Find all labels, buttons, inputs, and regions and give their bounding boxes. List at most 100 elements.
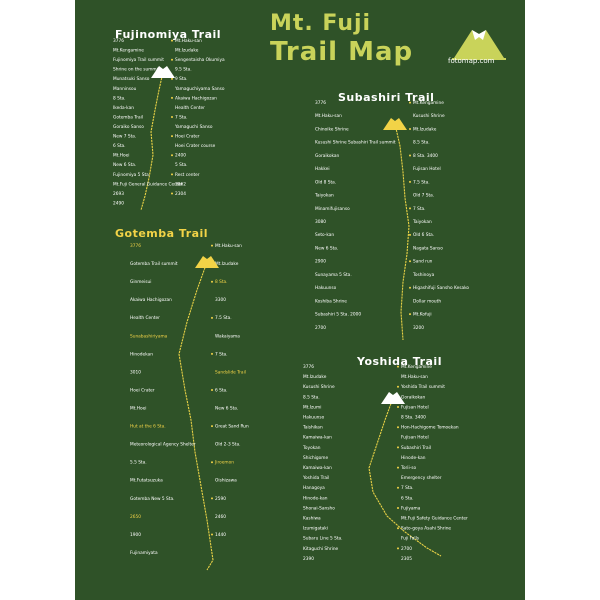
waypoint-label: Kamaiwa-kan: [303, 465, 332, 471]
waypoint-label: Taishikan: [302, 425, 323, 431]
waypoint-hut-icon: [171, 135, 173, 138]
waypoint-label: Health Center: [175, 105, 205, 111]
waypoint-label: Yoshida Trail summit: [400, 384, 445, 390]
waypoint-label: Ginmeisui: [130, 279, 151, 285]
waypoint-label: 3080: [315, 219, 326, 225]
waypoint-label: Mt.Fuji General Guidance Center: [113, 181, 183, 187]
waypoint-label: Mt.Kofuji: [413, 312, 432, 318]
waypoint-label: Hinodekan: [130, 351, 153, 357]
waypoint-label: Mt.Fuji Safety Guidance Center: [401, 516, 468, 522]
waypoint-label: 6 Sta.: [401, 495, 414, 501]
waypoint-label: 5 Sta.: [175, 162, 188, 168]
waypoint-label: Hon-Hachigome Tomoekan: [401, 425, 459, 431]
waypoint-hut-icon: [171, 39, 173, 42]
waypoint-label: Shichigome: [303, 455, 328, 461]
waypoint-label: 2862: [175, 181, 186, 187]
waypoint-label: Mt.Kengamine: [401, 364, 432, 370]
waypoint-label: Kamaiwa-kan: [303, 435, 332, 441]
brand-url: fotomap.com: [448, 57, 495, 65]
waypoint-label: Old 2-3 Sta.: [215, 442, 240, 448]
waypoint-label: New 7 Sta.: [113, 134, 136, 140]
waypoint-label: Hakuunso: [303, 415, 325, 421]
waypoint-hut-icon: [171, 192, 173, 195]
waypoint-hut-icon: [397, 406, 399, 408]
waypoint-hut-icon: [397, 365, 399, 368]
waypoint-hut-icon: [409, 233, 411, 236]
waypoint-hut-icon: [211, 352, 213, 355]
waypoint-label: 2590: [215, 496, 226, 502]
waypoint-label: Hakuunso: [315, 285, 337, 291]
waypoint-label: Fuji Falls: [401, 536, 420, 542]
waypoint-label: Meteorological Agency Shelter: [130, 442, 196, 448]
waypoint-label: 6 Sta.: [215, 387, 228, 393]
waypoint-label: Subashiri Trail: [401, 445, 431, 451]
title-line-1: Mt. Fuji: [270, 11, 372, 36]
waypoint-label: Seto-kan: [315, 232, 334, 238]
waypoint-hut-icon: [409, 180, 411, 183]
waypoint-label: Emergency shelter: [401, 475, 442, 481]
waypoint-label: 8 Sta.: [113, 95, 126, 101]
waypoint-hut-icon: [409, 128, 411, 131]
waypoint-label: Hoei Crater: [130, 387, 155, 393]
waypoint-label: Mt.Hoei: [130, 406, 146, 412]
waypoint-hut-icon: [211, 280, 213, 283]
waypoint-label: 7 Sta.: [215, 351, 228, 357]
summit-crater-icon: [151, 66, 175, 78]
waypoint-label: 2305: [401, 556, 412, 562]
waypoint-label: 2700: [315, 325, 326, 331]
waypoint-hut-icon: [211, 389, 213, 392]
waypoint-label: Yamaguchiyama Sanso: [174, 86, 225, 92]
waypoint-label: Mt.Izudake: [215, 261, 239, 267]
waypoint-label: Mt.Izumi: [303, 404, 321, 410]
waypoint-label: Mt.Izudake: [303, 374, 327, 380]
summit-crater-icon: [381, 392, 405, 404]
waypoint-label: Goraiko Sanso: [113, 124, 144, 130]
waypoint-label: New 6 Sta.: [315, 245, 338, 251]
waypoint-label: Wakaiyama: [215, 333, 240, 339]
waypoint-label: 7.5 Sta.: [413, 179, 430, 185]
waypoint-label: Higashifuji Sansho Kesako: [413, 285, 469, 291]
waypoint-hut-icon: [211, 533, 213, 536]
trail-name-yoshida: Yoshida Trail: [357, 355, 442, 368]
waypoint-label: Chinoike Shrine: [315, 126, 349, 132]
waypoint-hut-icon: [409, 207, 411, 210]
waypoint-label: 1900: [130, 532, 141, 538]
waypoint-hut-icon: [397, 426, 399, 429]
waypoint-label: Fujiyama: [401, 505, 421, 511]
waypoint-label: Fujisan Hotel: [413, 166, 441, 172]
waypoint-label: Kitaguchi Shrine: [303, 546, 339, 552]
waypoint-hut-icon: [211, 316, 213, 319]
waypoint-label: Great Sand Run: [215, 424, 249, 430]
waypoint-label: Gotemba Trail summit: [130, 261, 178, 267]
waypoint-label: Manninsou: [113, 86, 137, 92]
waypoint-label: Old 7 Sta.: [413, 193, 434, 199]
waypoint-hut-icon: [397, 507, 399, 509]
waypoint-hut-icon: [171, 154, 173, 157]
waypoint-label: Gotemba Trail: [113, 114, 143, 120]
waypoint-label: 7 Sta.: [413, 206, 426, 212]
waypoint-label: 3776: [315, 100, 326, 106]
waypoint-label: 6 Sta.: [113, 143, 126, 149]
waypoint-label: Mt.Izudake: [413, 126, 437, 132]
trail-name-fujinomiya: Fujinomiya Trail: [115, 28, 222, 41]
waypoint-label: Hut at the 6 Sta.: [130, 424, 166, 430]
waypoint-label: New 6 Sta.: [215, 406, 238, 412]
waypoint-label: Yoshida Trail: [302, 475, 329, 481]
waypoint-label: Fujisan Hotel: [401, 435, 429, 441]
waypoint-hut-icon: [171, 96, 173, 99]
waypoint-hut-icon: [211, 497, 213, 500]
waypoint-label: Health Center: [130, 315, 160, 321]
waypoint-hut-icon: [397, 446, 399, 449]
waypoint-label: Hoei Crater course: [175, 143, 216, 149]
waypoint-hut-icon: [409, 101, 411, 104]
waypoint-hut-icon: [397, 527, 399, 530]
waypoint-label: 7 Sta.: [175, 114, 188, 120]
waypoint-label: 5.5 Sta.: [130, 460, 147, 466]
waypoint-label: Koshiba Shrine: [315, 298, 347, 304]
trail-route: [178, 261, 214, 571]
waypoint-hut-icon: [171, 173, 173, 176]
waypoint-label: Hakkei: [315, 166, 330, 172]
waypoint-hut-icon: [211, 244, 213, 247]
